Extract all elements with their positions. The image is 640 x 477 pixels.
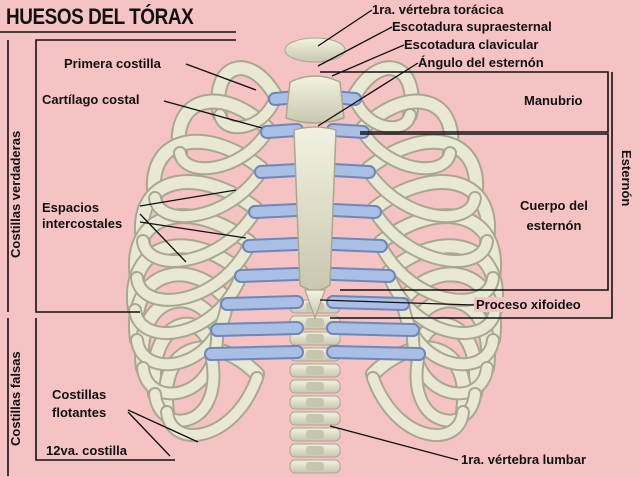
vertebra-body (306, 318, 324, 327)
leader-espacios-2 (139, 213, 187, 263)
costal-cartilage-highlight (250, 205, 302, 217)
rib-anterior-highlight (150, 167, 266, 222)
first-thoracic-vertebra (284, 37, 346, 63)
leader-xifoideo (319, 299, 475, 306)
label-proceso-xifoideo: Proceso xifoideo (474, 297, 583, 312)
rib-anterior-highlight (130, 271, 246, 338)
sternum-body (293, 126, 337, 292)
vertebra-body (306, 430, 324, 439)
label-costillas-verdaderas: Costillas verdaderas (8, 130, 23, 258)
rib-posterior-highlight (172, 95, 273, 159)
bracket-esternon-right (330, 72, 613, 319)
vertebra-body (306, 398, 324, 407)
rib-anterior-highlight (411, 349, 480, 426)
label-costillas-flotantes: Costillas flotantes (50, 386, 109, 422)
costal-cartilage-highlight (256, 165, 302, 177)
xiphoid-process (304, 289, 326, 320)
rib-anterior-highlight (376, 241, 498, 305)
bracket-cuerpo (340, 133, 609, 291)
label-primera-costilla: Primera costilla (62, 56, 163, 71)
costal-cartilage-highlight (222, 297, 302, 309)
vertebra-body (306, 462, 324, 471)
leader-flotantes-2 (127, 411, 171, 457)
label-cartilago-costal: Cartílago costal (40, 92, 142, 107)
rib-anterior-highlight (384, 271, 500, 338)
label-vertebra-lumbar: 1ra. vértebra lumbar (459, 452, 589, 467)
diagram-title: HUESOS DEL TÓRAX (6, 4, 194, 29)
vertebra-body (306, 366, 324, 375)
leader-espacios-1 (139, 189, 237, 207)
rib-anterior-highlight (368, 373, 468, 440)
leader-espacios-3 (139, 221, 247, 239)
vertebra-body (306, 382, 324, 391)
costal-cartilage-highlight (328, 239, 386, 251)
leader-flotantes-1 (127, 409, 199, 443)
costal-cartilage-highlight (328, 347, 424, 359)
vertebra-body (306, 446, 324, 455)
rib-anterior-highlight (175, 127, 272, 174)
bracket-costillas-verdaderas (35, 39, 236, 313)
sternum (284, 37, 346, 320)
ribs-anterior (128, 90, 502, 442)
costal-cartilage-highlight (206, 347, 302, 359)
rib-anterior-highlight (370, 207, 492, 266)
rib-anterior-highlight (150, 349, 219, 426)
costal-cartilage-highlight (328, 165, 374, 177)
rib-anterior-highlight (215, 94, 280, 133)
rib-posterior-highlight (357, 95, 458, 159)
label-manubrio: Manubrio (524, 93, 583, 108)
bracket-manubrio (320, 71, 609, 133)
leader-escotadura-supraesternal (317, 26, 393, 67)
label-costillas-falsas: Costillas falsas (8, 351, 23, 446)
label-cuerpo-esternon: Cuerpo del esternón (520, 198, 588, 233)
rib-anterior-highlight (132, 241, 254, 305)
label-escotadura-supraesternal: Escotadura supraesternal (392, 19, 552, 34)
bracket-costillas-falsas (35, 318, 175, 461)
label-angulo-esternon: Ángulo del esternón (418, 55, 544, 70)
label-12va-costilla: 12va. costilla (44, 443, 129, 458)
rib-anterior-highlight (364, 167, 480, 222)
costal-cartilage-highlight (328, 125, 368, 137)
leader-lines (127, 9, 475, 461)
leader-angulo (317, 62, 419, 127)
label-escotadura-clavicular: Escotadura clavicular (404, 37, 539, 52)
leader-cartilago (163, 100, 263, 129)
rib-anterior-highlight (162, 373, 262, 440)
vertebral-column (289, 299, 341, 474)
costal-cartilage-highlight (328, 323, 418, 335)
vertebra-body (306, 414, 324, 423)
costal-cartilage-highlight (244, 239, 302, 251)
leader-lumbar (329, 425, 459, 461)
leader-escotadura-clavicular (331, 44, 405, 77)
costal-cartilage-highlight (328, 297, 408, 309)
costal-cartilage-highlight (212, 323, 302, 335)
leader-vertebra-toracica (317, 9, 373, 47)
label-vertebra-toracica: 1ra. vértebra torácica (372, 2, 504, 17)
rib-anterior-highlight (358, 127, 455, 174)
manubrium (285, 75, 345, 124)
costal-cartilage-highlight (328, 269, 394, 281)
label-espacios-intercostales: Espacios intercostales (40, 200, 125, 232)
bracket-lines (0, 31, 613, 476)
vertebra-body (306, 334, 324, 343)
costal-cartilage-highlight (262, 125, 302, 137)
costal-cartilage-highlight (328, 205, 380, 217)
costal-cartilage-highlight (236, 269, 302, 281)
ribs-posterior (125, 60, 505, 420)
rib-anterior-highlight (350, 94, 415, 133)
leader-primera-costilla (185, 63, 257, 91)
vertebra-body (306, 350, 324, 359)
label-esternon: Esternón (619, 150, 634, 207)
rib-anterior-highlight (138, 207, 260, 266)
